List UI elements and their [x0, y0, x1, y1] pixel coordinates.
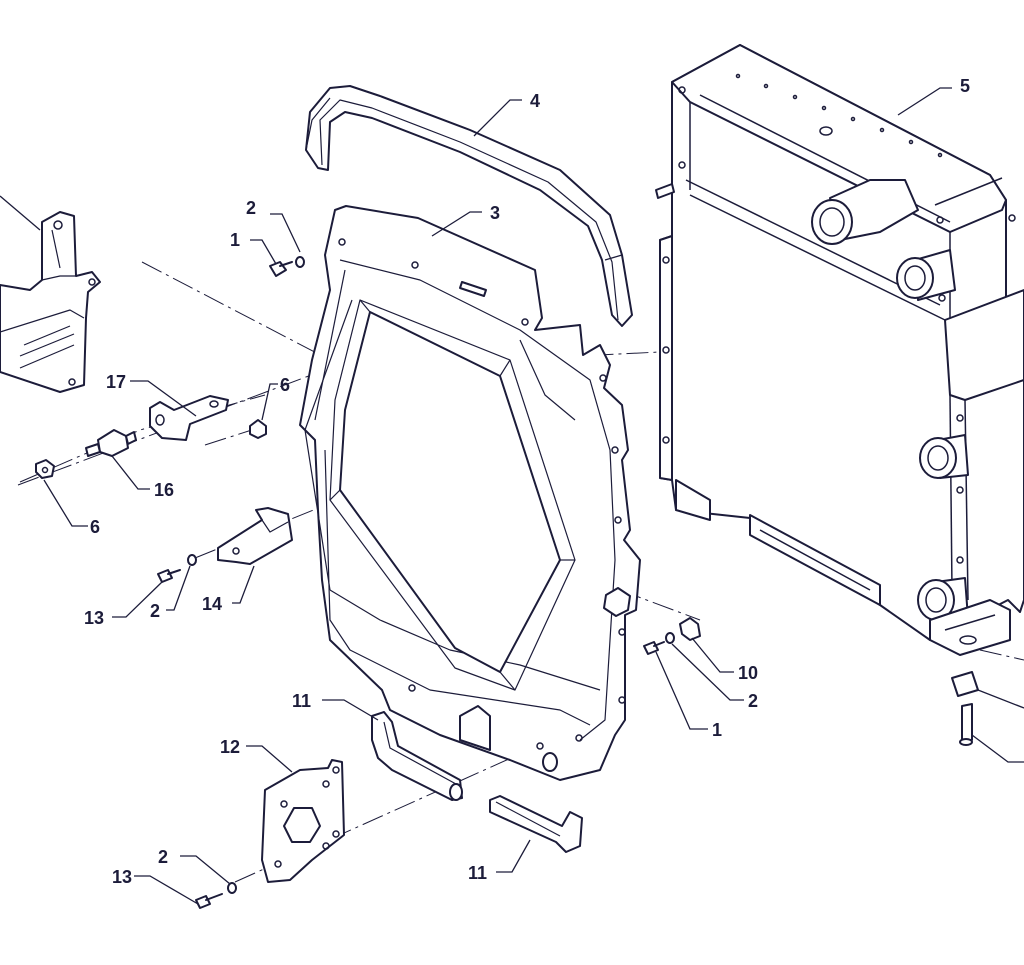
- bolt-13-left: [157, 569, 181, 583]
- bolt-1-upper: [269, 261, 293, 277]
- cover-plate-12: [261, 759, 345, 883]
- callout-6-left: 6: [90, 517, 100, 537]
- bolt-13-lower: [195, 893, 223, 909]
- callout-14: 14: [202, 594, 222, 614]
- callout-11-lower: 11: [468, 863, 487, 883]
- top-seal: [305, 85, 633, 327]
- fan-shroud: [299, 205, 641, 781]
- callout-1-right: 1: [712, 720, 722, 740]
- callout-12: 12: [220, 737, 240, 757]
- callout-3: 3: [490, 203, 500, 223]
- callout-10: 10: [738, 663, 758, 683]
- callout-13-lower: 13: [112, 867, 132, 887]
- lower-seal-11-upper: [371, 711, 463, 801]
- callout-17: 17: [106, 372, 126, 392]
- callout-5: 5: [960, 76, 970, 96]
- isolator-bracket-17: [149, 395, 229, 441]
- callout-labels: 4 3 5 2 1 17 6 16 6 13 2 14 10 2 1 11 12…: [84, 76, 970, 887]
- callout-6-upper: 6: [280, 375, 290, 395]
- left-mounting-bracket: [0, 195, 101, 393]
- radiator-upper-inlet: [811, 179, 919, 245]
- lower-seal-11-lower: [489, 795, 583, 853]
- clip-nut-10: [679, 617, 701, 641]
- callout-1-upper: 1: [230, 230, 240, 250]
- leader-lines: [43, 99, 744, 905]
- nut-6-upper: [249, 419, 267, 439]
- washer-2-right: [665, 632, 675, 644]
- callout-2-right: 2: [748, 691, 758, 711]
- radiator-side-inlet: [896, 249, 956, 301]
- callout-13-left: 13: [84, 608, 104, 628]
- callout-2-lower: 2: [158, 847, 168, 867]
- radiator-mid-outlet: [919, 434, 969, 479]
- nut-6-left: [35, 459, 55, 479]
- washer-2-upper: [295, 256, 305, 268]
- bolt-1-right: [643, 641, 665, 655]
- callout-2-left: 2: [150, 601, 160, 621]
- washer-2-lower: [227, 882, 237, 894]
- latch-plate-14: [217, 507, 293, 565]
- callout-2-upper: 2: [246, 198, 256, 218]
- callout-4: 4: [530, 91, 540, 111]
- callout-16: 16: [154, 480, 174, 500]
- washer-2-left: [187, 554, 197, 566]
- rubber-isolator-16: [85, 429, 137, 457]
- callout-11-upper: 11: [292, 691, 311, 711]
- radiator: [655, 44, 1024, 763]
